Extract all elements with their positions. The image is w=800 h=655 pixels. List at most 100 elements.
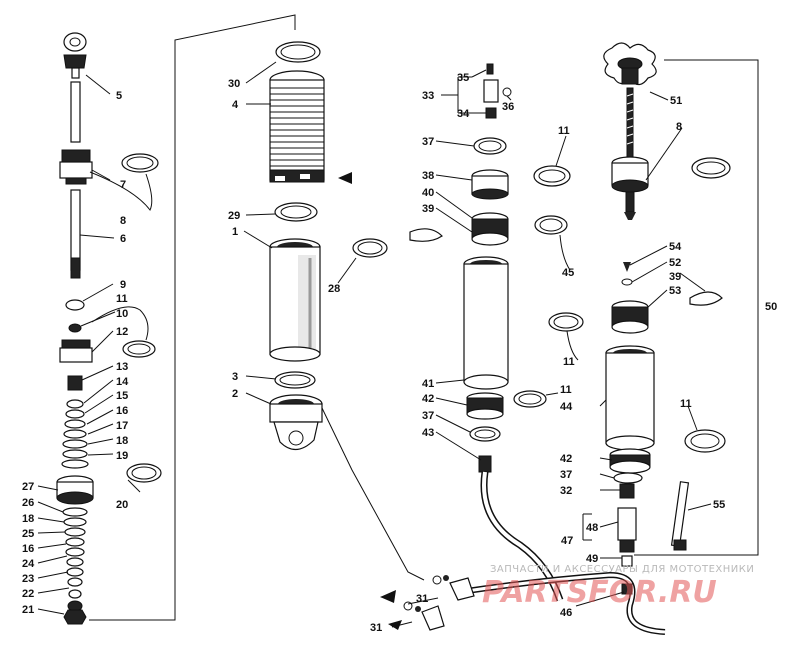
label-2: 2 — [232, 388, 238, 400]
label-21: 21 — [22, 604, 34, 616]
label-27: 27 — [22, 481, 34, 493]
oring-part-3 — [274, 371, 316, 389]
label-9: 9 — [120, 279, 126, 291]
pin-part-54 — [623, 262, 631, 272]
knob-part-51 — [603, 42, 657, 86]
column1-leaders — [37, 74, 141, 615]
label-35: 35 — [457, 72, 469, 84]
column3-leaders — [391, 69, 567, 628]
group-frame-right — [634, 59, 759, 556]
cylinder-part-44 — [605, 345, 655, 451]
valve-part-48 — [617, 507, 637, 567]
fitting-part-32 — [619, 483, 635, 499]
oring-part-8b — [691, 157, 731, 179]
watermark-brand: PARTSFOR.RU — [482, 575, 717, 610]
label-42: 42 — [422, 393, 434, 405]
arrow-31b — [388, 620, 402, 630]
label-41: 41 — [422, 378, 434, 390]
label-32: 32 — [560, 485, 572, 497]
leader-curve-11 — [91, 306, 149, 341]
collar-part-4 — [269, 70, 325, 183]
label-39b: 39 — [669, 271, 681, 283]
label-37: 37 — [422, 136, 434, 148]
clip-part-39a — [409, 228, 443, 242]
label-40: 40 — [422, 187, 434, 199]
label-51: 51 — [670, 95, 682, 107]
label-25: 25 — [22, 528, 34, 540]
label-45: 45 — [562, 267, 574, 279]
label-31b: 31 — [370, 622, 382, 634]
label-42b: 42 — [560, 453, 572, 465]
part-number-labels: 5 7 8 6 9 11 10 12 13 14 15 16 17 18 19 … — [22, 72, 777, 634]
label-48: 48 — [586, 522, 598, 534]
shim-stack-upper — [61, 399, 89, 469]
label-3: 3 — [232, 371, 238, 383]
cylinder-part-41 — [463, 256, 509, 390]
label-18b: 18 — [22, 513, 34, 525]
cap-part-38 — [471, 169, 509, 200]
label-33: 33 — [422, 90, 434, 102]
label-54: 54 — [669, 241, 682, 253]
rod-shaft — [70, 81, 81, 143]
oring-part-37b — [469, 426, 501, 442]
label-18: 18 — [116, 435, 128, 447]
oring-part-37c — [613, 472, 643, 484]
washer-part-10 — [68, 323, 82, 333]
piston-part-53 — [611, 300, 649, 334]
label-39: 39 — [422, 203, 434, 215]
label-16b: 16 — [22, 543, 34, 555]
label-30: 30 — [228, 78, 240, 90]
arrow-31 — [380, 590, 396, 603]
oring-part-11a — [122, 340, 156, 358]
washer-part-52 — [621, 278, 633, 286]
label-16: 16 — [116, 405, 128, 417]
body-part-1 — [269, 238, 321, 362]
label-11d: 11 — [563, 356, 575, 368]
endcap-part-2 — [269, 394, 323, 451]
spacer-part-14 — [67, 375, 83, 391]
watermark: ЗАПЧАСТИ И АКСЕССУАРЫ ДЛЯ МОТОТЕХНИКИ PA… — [482, 564, 754, 610]
rod-eye-part-5 — [63, 32, 87, 79]
column2-leaders — [243, 61, 357, 405]
label-46: 46 — [560, 607, 572, 619]
label-50: 50 — [765, 301, 777, 313]
label-43: 43 — [422, 427, 434, 439]
rod-thread — [70, 257, 81, 279]
label-44: 44 — [560, 401, 573, 413]
oring-part-11c — [513, 390, 547, 408]
watermark-tagline: ЗАПЧАСТИ И АКСЕССУАРЫ ДЛЯ МОТОТЕХНИКИ — [490, 564, 754, 575]
oring-part-11e — [684, 429, 726, 453]
label-11e: 11 — [680, 398, 692, 410]
label-11c: 11 — [560, 384, 572, 396]
label-36: 36 — [502, 101, 514, 113]
reservoir-assembly — [380, 63, 666, 635]
label-37c: 37 — [560, 469, 572, 481]
piston-part-12 — [59, 339, 93, 363]
nut-part-21 — [63, 609, 87, 625]
label-52: 52 — [669, 257, 681, 269]
piston-part-40 — [471, 212, 509, 246]
label-8: 8 — [120, 215, 126, 227]
label-5: 5 — [116, 90, 122, 102]
label-28: 28 — [328, 283, 340, 295]
pointer-arrow — [338, 172, 352, 184]
remote-cap — [611, 156, 649, 220]
label-37b: 37 — [422, 410, 434, 422]
label-34: 34 — [457, 108, 470, 120]
label-12: 12 — [116, 326, 128, 338]
label-29: 29 — [228, 210, 240, 222]
label-26: 26 — [22, 497, 34, 509]
label-10: 10 — [116, 308, 128, 320]
label-11b: 11 — [558, 125, 570, 137]
label-22: 22 — [22, 588, 34, 600]
washer-part-9 — [65, 299, 85, 311]
label-13: 13 — [116, 361, 128, 373]
label-49: 49 — [586, 553, 598, 565]
nut-part-7 — [59, 149, 93, 185]
leader-curve-8 — [89, 171, 153, 211]
adjuster-shaft — [626, 87, 634, 159]
remote-assembly — [548, 42, 731, 595]
label-19: 19 — [116, 450, 128, 462]
label-55: 55 — [713, 499, 725, 511]
